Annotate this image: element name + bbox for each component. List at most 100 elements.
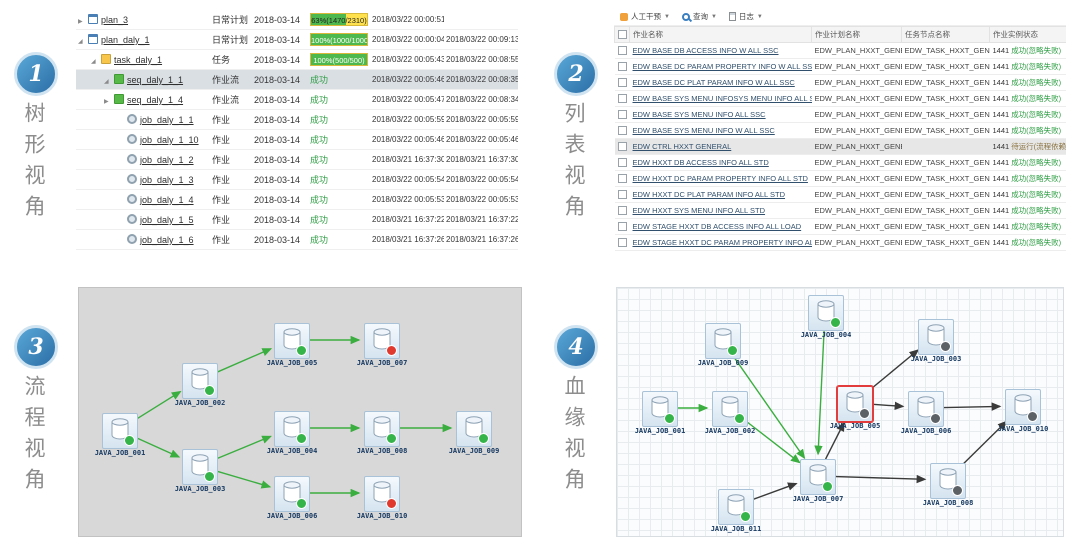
job-name-link[interactable]: EDW STAGE HXXT DB ACCESS INFO ALL LOAD xyxy=(632,222,802,231)
tree-node-link[interactable]: seq_daly_1_4 xyxy=(127,95,184,105)
expand-icon[interactable]: ▶ xyxy=(78,19,83,25)
job-name-link[interactable]: EDW BASE SYS MENU INFOSYS MENU INFO ALL … xyxy=(632,94,812,103)
log-button[interactable]: 日志 ▼ xyxy=(723,11,769,22)
row-checkbox[interactable] xyxy=(617,174,627,184)
tree-node-link[interactable]: job_daly_1_10 xyxy=(140,135,199,145)
select-all-checkbox[interactable] xyxy=(618,30,627,40)
job-list-row[interactable]: EDW BASE DC PARAM PROPERTY INFO W ALL SS… xyxy=(614,58,1066,75)
col-header-instance-status[interactable]: 作业实例状态 xyxy=(989,26,1066,43)
tree-node-link[interactable]: plan_3 xyxy=(101,15,129,25)
graph-node[interactable]: JAVA_JOB_008 xyxy=(923,463,973,507)
job-name-link[interactable]: EDW HXXT DC PLAT PARAM INFO ALL STD xyxy=(632,190,786,199)
query-button[interactable]: 查询 ▼ xyxy=(676,11,723,22)
graph-node[interactable]: JAVA_JOB_007 xyxy=(793,459,843,503)
row-checkbox[interactable] xyxy=(617,94,627,104)
col-header-task-node-name[interactable]: 任务节点名称 xyxy=(901,26,990,43)
collapse-icon[interactable]: ◢ xyxy=(104,79,109,85)
row-checkbox[interactable] xyxy=(617,222,627,232)
row-checkbox[interactable] xyxy=(617,110,627,120)
graph-node[interactable]: JAVA_JOB_003 xyxy=(175,449,225,493)
job-name-link[interactable]: EDW STAGE HXXT DC PARAM PROPERTY INFO AL… xyxy=(632,238,812,247)
graph-node[interactable]: JAVA_JOB_002 xyxy=(705,391,755,435)
graph-node[interactable]: JAVA_JOB_001 xyxy=(635,391,685,435)
graph-node[interactable]: JAVA_JOB_004 xyxy=(267,411,317,455)
graph-node[interactable]: JAVA_JOB_004 xyxy=(801,295,851,339)
graph-node[interactable]: JAVA_JOB_006 xyxy=(901,391,951,435)
tree-node-link[interactable]: task_daly_1 xyxy=(114,55,163,65)
graph-node[interactable]: JAVA_JOB_003 xyxy=(911,319,961,363)
graph-node[interactable]: JAVA_JOB_002 xyxy=(175,363,225,407)
row-checkbox[interactable] xyxy=(617,238,627,248)
job-name-link[interactable]: EDW HXXT DC PARAM PROPERTY INFO ALL STD xyxy=(632,174,808,183)
run-date: 2018-03-14 xyxy=(252,29,308,50)
job-name-link[interactable]: EDW BASE DC PARAM PROPERTY INFO W ALL SS… xyxy=(632,62,812,71)
job-list-row[interactable]: EDW STAGE HXXT DC PARAM PROPERTY INFO AL… xyxy=(614,234,1066,251)
graph-node[interactable]: JAVA_JOB_011 xyxy=(711,489,761,533)
job-name-link[interactable]: EDW BASE SYS MENU INFO W ALL SSC xyxy=(632,126,775,135)
expand-icon[interactable]: ▶ xyxy=(104,99,109,105)
graph-node[interactable]: JAVA_JOB_009 xyxy=(449,411,499,455)
graph-node[interactable]: JAVA_JOB_005 xyxy=(830,386,880,430)
tree-node-link[interactable]: job_daly_1_2 xyxy=(140,155,194,165)
row-checkbox[interactable] xyxy=(617,206,627,216)
job-name-link[interactable]: EDW CTRL HXXT GENERAL xyxy=(632,142,732,151)
job-name-link[interactable]: EDW HXXT DB ACCESS INFO ALL STD xyxy=(632,158,769,167)
job-name-link[interactable]: EDW BASE DC PLAT PARAM INFO W ALL SSC xyxy=(632,78,795,87)
tree-node-link[interactable]: job_daly_1_5 xyxy=(140,215,194,225)
tree-node-link[interactable]: job_daly_1_4 xyxy=(140,195,194,205)
graph-node[interactable]: JAVA_JOB_006 xyxy=(267,476,317,520)
manual-intervention-button[interactable]: 人工干预 ▼ xyxy=(614,11,676,22)
tree-node-link[interactable]: job_daly_1_6 xyxy=(140,235,194,245)
row-checkbox[interactable] xyxy=(617,158,627,168)
collapse-icon[interactable]: ◢ xyxy=(78,39,83,45)
graph-node[interactable]: JAVA_JOB_001 xyxy=(95,413,145,457)
job-name-link[interactable]: EDW HXXT SYS MENU INFO ALL STD xyxy=(632,206,766,215)
graph-node[interactable]: JAVA_JOB_005 xyxy=(267,323,317,367)
job-name-link[interactable]: EDW BASE DB ACCESS INFO W ALL SSC xyxy=(632,46,779,55)
graph-node[interactable]: JAVA_JOB_010 xyxy=(357,476,407,520)
tree-node-link[interactable]: job_daly_1_3 xyxy=(140,175,194,185)
row-checkbox[interactable] xyxy=(617,78,627,88)
row-checkbox[interactable] xyxy=(617,142,627,152)
collapse-icon[interactable]: ◢ xyxy=(91,59,96,65)
tree-node-link[interactable]: job_daly_1_1 xyxy=(140,115,194,125)
row-checkbox[interactable] xyxy=(617,126,627,136)
job-name-link[interactable]: EDW BASE SYS MENU INFO ALL SSC xyxy=(632,110,766,119)
col-header-plan-name[interactable]: 作业计划名称 xyxy=(811,26,902,43)
col-header-job-name[interactable]: 作业名称 xyxy=(629,26,812,43)
row-checkbox[interactable] xyxy=(617,190,627,200)
tree-node-link[interactable]: plan_daly_1 xyxy=(101,35,150,45)
graph-node[interactable]: JAVA_JOB_007 xyxy=(357,323,407,367)
graph-node[interactable]: JAVA_JOB_008 xyxy=(357,411,407,455)
graph-node[interactable]: JAVA_JOB_010 xyxy=(998,389,1048,433)
graph-node[interactable]: JAVA_JOB_009 xyxy=(698,323,748,367)
tree-node-link[interactable]: seq_daly_1_1 xyxy=(127,75,184,85)
row-checkbox[interactable] xyxy=(617,62,627,72)
job-list-row[interactable]: EDW BASE SYS MENU INFOSYS MENU INFO ALL … xyxy=(614,90,1066,107)
row-checkbox[interactable] xyxy=(617,46,627,56)
